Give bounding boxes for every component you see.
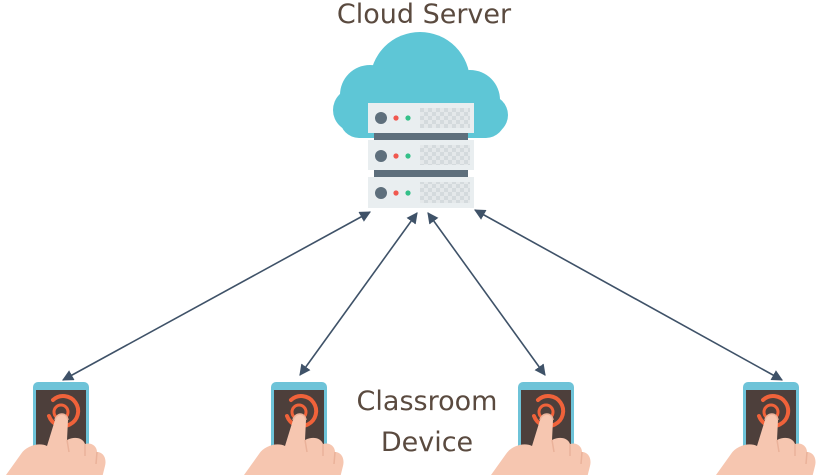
classroom-device-2 <box>237 380 346 475</box>
connection-arrow-2 <box>299 212 418 376</box>
server-rack-icon <box>368 103 474 208</box>
connections <box>62 209 783 381</box>
connection-arrow-1 <box>62 211 371 381</box>
classroom-device-1 <box>0 380 108 475</box>
classroom-device-3 <box>484 380 593 475</box>
connection-arrow-4 <box>474 209 783 381</box>
cloud-server-icon <box>333 32 508 208</box>
classroom-device-label-line1: Classroom <box>357 386 498 417</box>
classroom-device-4 <box>709 380 818 475</box>
cloud-server-title: Cloud Server <box>337 0 512 30</box>
connection-arrow-3 <box>427 212 546 376</box>
classroom-device-label-line2: Device <box>381 427 473 458</box>
